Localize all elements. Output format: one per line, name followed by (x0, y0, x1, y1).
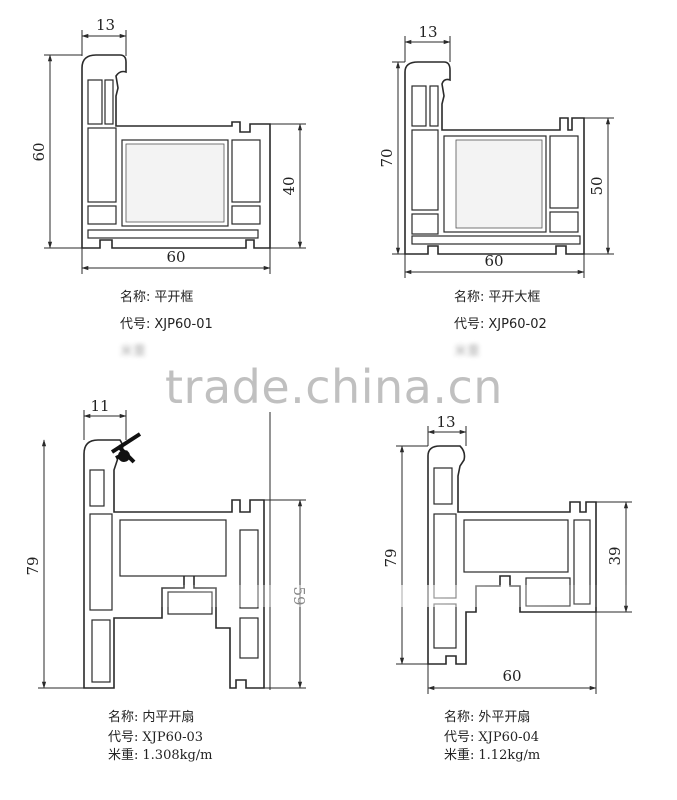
profile-1-caption: 名称:平开框 代号:XJP60-01 米重 (120, 284, 213, 365)
profile-weight: 1.12kg/m (478, 748, 541, 763)
code-label: 代号: (444, 730, 475, 745)
profile-2-cavity (549, 135, 579, 209)
name-label: 名称: (444, 710, 475, 725)
weight-label: 米重 (454, 344, 481, 359)
weight-label: 米重 (120, 344, 147, 359)
profile-3-cavity (91, 619, 111, 683)
profile-name: 平开框 (154, 290, 194, 305)
profile-4-cavity (433, 603, 457, 649)
profile-4-cavity (463, 519, 569, 573)
profile-4-dim-top: 13 (436, 413, 455, 431)
profile-1-cavity (87, 205, 117, 225)
profile-2-cavity (411, 235, 581, 245)
profile-2-cavity (411, 129, 439, 211)
profile-1-cavity (231, 205, 261, 225)
profile-code: XJP60-02 (488, 317, 547, 332)
profile-3-cavity (89, 469, 105, 507)
profile-code: XJP60-01 (154, 317, 213, 332)
profile-2-caption: 名称:平开大框 代号:XJP60-02 米重 (454, 284, 547, 365)
profile-2-dim-height: 70 (378, 148, 396, 167)
name-label: 名称: (120, 290, 151, 305)
profile-3-cavity (239, 617, 259, 659)
weight-label: 米重: (108, 748, 139, 763)
profile-2-dim-right: 50 (588, 176, 606, 195)
profile-2-cavity (411, 213, 439, 235)
name-label: 名称: (108, 710, 139, 725)
profile-2-dim-width: 60 (484, 252, 503, 270)
profile-4-caption: 名称:外平开扇 代号:XJP60-04 米重:1.12kg/m (444, 706, 540, 765)
profile-3-dim-top: 11 (90, 397, 109, 415)
profile-4-dim-height: 79 (382, 548, 400, 567)
profile-1-cavity (87, 79, 103, 125)
watermark: trade.china.cn (165, 360, 503, 414)
profile-3-caption: 名称:内平开扇 代号:XJP60-03 米重:1.308kg/m (108, 706, 213, 765)
profile-2-core (455, 139, 543, 229)
profile-xjp60-03: 11 79 59 (24, 397, 308, 690)
profile-1-core (125, 143, 225, 223)
profile-xjp60-04: 13 79 39 60 (382, 413, 632, 694)
profile-4-dim-right: 39 (606, 546, 624, 565)
profile-xjp60-01: 13 60 40 60 (30, 16, 306, 274)
profile-4-cavity (433, 467, 453, 505)
gasket-bulb (118, 450, 130, 462)
profile-name: 内平开扇 (142, 710, 195, 725)
profile-3-cavity (119, 519, 227, 577)
profile-3-dim-height: 79 (24, 556, 42, 575)
profile-code: XJP60-03 (142, 730, 204, 745)
profile-2-cavity (549, 211, 579, 233)
profile-1-cavity (231, 139, 261, 203)
profile-2-cavity (429, 85, 439, 127)
profile-2-dim-top: 13 (418, 23, 437, 41)
weight-label: 米重: (444, 748, 475, 763)
profile-1-dim-height: 60 (30, 142, 48, 161)
profile-name: 外平开扇 (478, 710, 531, 725)
code-label: 代号: (120, 317, 151, 332)
watermark-band (120, 585, 640, 607)
profile-1-dim-width: 60 (166, 248, 185, 266)
code-label: 代号: (108, 730, 139, 745)
profile-name: 平开大框 (488, 290, 541, 305)
profile-1-cavity (87, 229, 259, 239)
code-label: 代号: (454, 317, 485, 332)
profile-1-cavity (104, 79, 114, 125)
profile-xjp60-02: 13 70 50 60 (378, 23, 614, 278)
profile-weight: 1.308kg/m (142, 748, 213, 763)
profile-1-dim-top: 13 (96, 16, 115, 34)
profile-3-cavity (89, 513, 113, 611)
profile-code: XJP60-04 (478, 730, 540, 745)
profile-4-dim-width: 60 (502, 667, 521, 685)
profile-1-dim-right: 40 (280, 176, 298, 195)
profile-1-cavity (87, 127, 117, 203)
name-label: 名称: (454, 290, 485, 305)
profile-2-cavity (411, 85, 427, 127)
